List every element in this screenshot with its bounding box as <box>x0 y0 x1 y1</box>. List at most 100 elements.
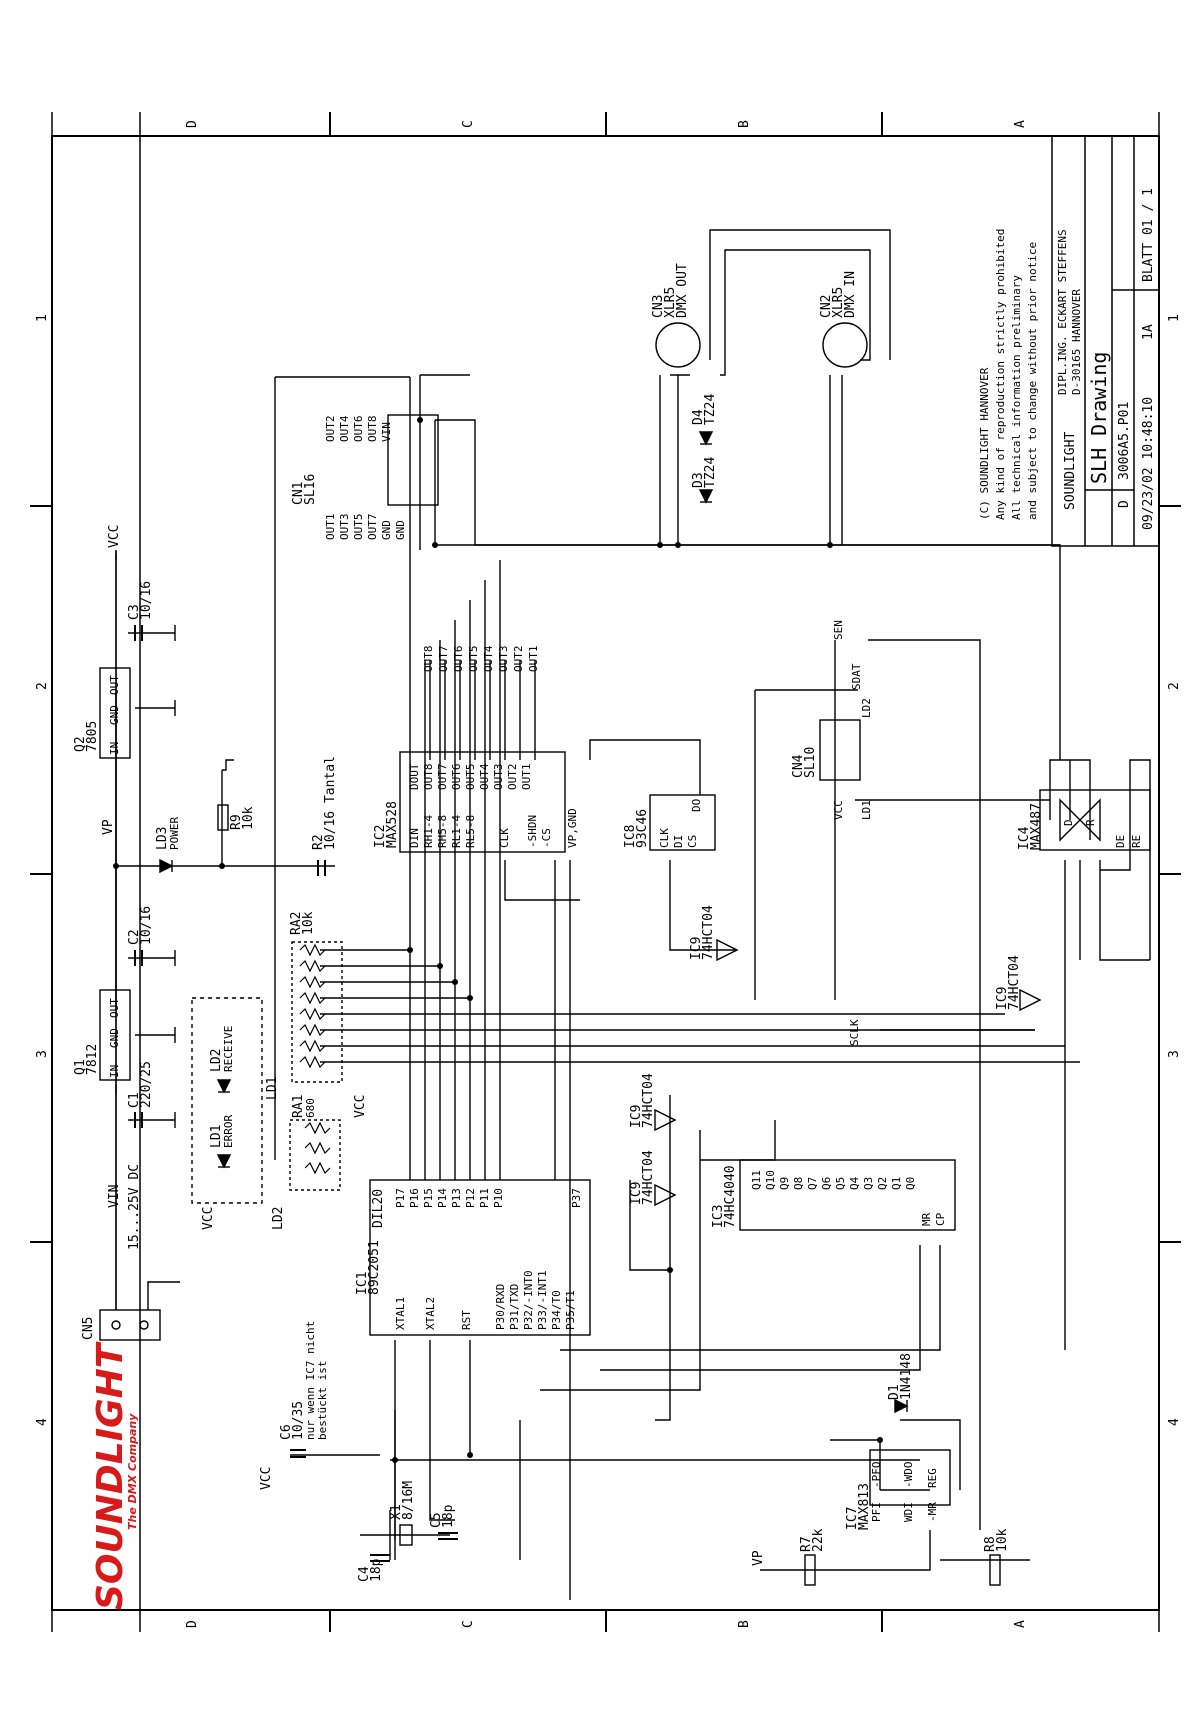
out5-net: OUT5 <box>467 646 480 673</box>
d4-value: TZ24 <box>703 394 718 425</box>
cn1-pin-vin: VIN <box>380 422 393 442</box>
cn1-pin-out8: OUT8 <box>366 416 379 443</box>
ic8-pin-di: DI <box>672 835 685 848</box>
d3-ref: D3 <box>691 472 706 488</box>
cn4-ld1: LD1 <box>860 800 873 820</box>
ic1-pin-p34: P34/T0 <box>550 1290 563 1330</box>
c2-value: 10/16 <box>139 906 154 945</box>
svg-text:The DMX Company: The DMX Company <box>126 1413 139 1530</box>
ld2-ref: LD2 <box>209 1049 224 1072</box>
ic1-pin-xtal2: XTAL2 <box>424 1297 437 1330</box>
ic3-pin-q10: Q10 <box>764 1170 777 1190</box>
out8-net: OUT8 <box>422 646 435 673</box>
c1-ref: C1 <box>127 1092 142 1108</box>
company-name: SOUNDLIGHT <box>1063 432 1078 510</box>
vcc-led-label: VCC <box>201 1207 216 1230</box>
q1-ref: Q1 <box>73 1059 88 1075</box>
ic2-pin-out1: OUT1 <box>520 764 533 791</box>
ic9-value-d: 74HCT04 <box>641 1150 656 1205</box>
zone-letter-d-bottom: D <box>185 1620 200 1628</box>
ic8-pin-clk: CLK <box>658 828 671 848</box>
q2-value: 7805 <box>85 721 100 752</box>
ic7-pin-mr: -MR <box>926 1502 939 1522</box>
r2-ref: R2 <box>311 834 326 850</box>
ic1-pin-rst: RST <box>460 1310 473 1330</box>
sdat-net: SDAT <box>850 663 863 690</box>
ic2-pin-out8: OUT8 <box>422 764 435 791</box>
ic2-pin-clk: CLK <box>498 828 511 848</box>
ic9-inverter-1 <box>716 938 739 962</box>
zone-letter-c-bottom: C <box>461 1620 476 1628</box>
d4-ref: D4 <box>691 409 706 425</box>
ic3-pin-q8: Q8 <box>792 1177 805 1190</box>
ic4-max487 <box>1039 789 1151 851</box>
ic1-pin-p12: P12 <box>464 1188 477 1208</box>
zone-letter-b-bottom: B <box>737 1620 752 1628</box>
zone-number-4-left: 4 <box>35 1418 50 1426</box>
ic8-pin-do: DO <box>690 799 703 812</box>
c5-ref: C5 <box>429 1512 444 1528</box>
zone-number-1-left: 1 <box>35 314 50 322</box>
vcc-ra2-label: VCC <box>353 1095 368 1118</box>
ic2-pin-din: DIN <box>408 828 421 848</box>
out1-net: OUT1 <box>527 646 540 673</box>
resistor-zigzags <box>299 943 331 1175</box>
ic4-ref: IC4 <box>1017 826 1032 850</box>
ic1-pin-p11: P11 <box>478 1188 491 1208</box>
ic1-pin-p16: P16 <box>408 1188 421 1208</box>
ic1-microcontroller <box>369 1179 591 1336</box>
q2-regulator <box>99 667 131 759</box>
x1-ref: X1 <box>389 1504 404 1520</box>
soundlight-logo: SOUNDLIGHT The DMX Company <box>90 1341 139 1610</box>
ic4-pin-r: R <box>1084 819 1097 826</box>
file-name: 3006A5.P01 <box>1117 402 1132 480</box>
ic1-pin-p33: P33/-INT1 <box>536 1270 549 1330</box>
cn1-value: SL16 <box>303 474 318 505</box>
q2-ref: Q2 <box>73 736 88 752</box>
sheet-size: D <box>1117 500 1132 508</box>
ic4-value: MAX487 <box>1029 803 1044 850</box>
r8-ref: R8 <box>983 1536 998 1552</box>
ic7-ref: IC7 <box>845 1507 860 1530</box>
cn3-ref: CN3 <box>651 295 666 318</box>
q2-pin-out: OUT <box>108 675 121 695</box>
ic1-pin-p30: P30/RXD <box>494 1284 507 1330</box>
cn1-ref: CN1 <box>291 482 306 505</box>
ic2-pin-out6: OUT6 <box>450 764 463 791</box>
vp-label: VP <box>101 819 116 835</box>
sclk-net: SCLK <box>848 1019 861 1046</box>
junctions <box>113 417 883 1463</box>
ic9-value-b: 74HCT04 <box>1007 955 1022 1010</box>
cn2-ref: CN2 <box>819 295 834 318</box>
q1-pin-out: OUT <box>108 998 121 1018</box>
ic2-ref: IC2 <box>373 825 388 848</box>
c6-ref: C6 <box>279 1424 294 1440</box>
cn1-pin-out7: OUT7 <box>366 514 379 541</box>
d1-value: 1N4148 <box>899 1353 914 1400</box>
ic1-pin-p32: P32/-INT0 <box>522 1270 535 1330</box>
out2-net: OUT2 <box>512 646 525 673</box>
sheet-number: BLATT 01 / 1 <box>1141 188 1156 282</box>
ic1-pin-p10: P10 <box>492 1188 505 1208</box>
zone-number-3-right: 3 <box>1167 1050 1182 1058</box>
ic3-pin-q9: Q9 <box>778 1177 791 1190</box>
ic3-pin-q7: Q7 <box>806 1177 819 1190</box>
ic9-ref-d: IC9 <box>629 1182 644 1205</box>
ic1-package: DIL20 <box>371 1189 386 1228</box>
cn2-name: DMX IN <box>843 271 858 318</box>
ra1-value: 680 <box>304 1098 317 1118</box>
ic3-pin-cp: CP <box>934 1212 947 1226</box>
c3-value: 10/16 <box>139 581 154 620</box>
ld2-net: LD2 <box>271 1207 286 1230</box>
ic1-pin-p13: P13 <box>450 1188 463 1208</box>
vin-label: VIN <box>107 1185 122 1208</box>
ic2-pin-out4: OUT4 <box>478 763 491 790</box>
svg-text:SOUNDLIGHT: SOUNDLIGHT <box>90 1341 131 1610</box>
r9-value: 10k <box>241 806 256 830</box>
cn1-connector <box>387 414 439 506</box>
ic9-inverter-3 <box>654 1108 677 1132</box>
ic7-pin-reg: REG <box>926 1468 939 1488</box>
ic2-pin-out5: OUT5 <box>464 764 477 791</box>
zone-number-2-left: 2 <box>35 682 50 690</box>
x1-crystal <box>399 1524 413 1546</box>
